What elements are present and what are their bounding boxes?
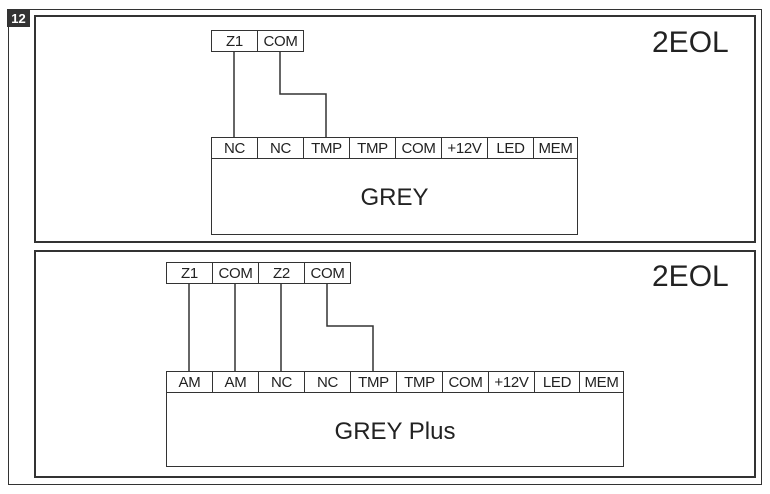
bottom-device-terminal-am-2: AM <box>212 371 259 393</box>
bottom-wire-com-tmp <box>326 284 374 372</box>
bottom-device-terminal-mem: MEM <box>579 371 624 393</box>
panel-bottom <box>34 250 756 478</box>
bottom-detector-terminal-z2: Z2 <box>258 262 305 284</box>
figure-frame <box>8 9 762 485</box>
figure-number: 12 <box>7 9 30 27</box>
bottom-device-name: GREY Plus <box>334 418 456 445</box>
panel-top-label: 2EOL <box>652 26 729 59</box>
top-detector-terminal-com: COM <box>257 30 304 52</box>
bottom-detector-terminal-com-2: COM <box>304 262 351 284</box>
top-wire-com-tmp <box>279 52 327 138</box>
top-device-terminal-nc-2: NC <box>257 137 304 159</box>
panel-bottom-label: 2EOL <box>652 260 729 293</box>
bottom-detector-terminal-com-1: COM <box>212 262 259 284</box>
bottom-detector-terminal-z1: Z1 <box>166 262 213 284</box>
top-device-terminal-led: LED <box>487 137 534 159</box>
top-device-terminal-12v: +12V <box>441 137 488 159</box>
bottom-device-body <box>166 392 624 467</box>
top-device-terminal-com: COM <box>395 137 442 159</box>
bottom-device-terminal-com: COM <box>442 371 489 393</box>
top-device-name: GREY <box>360 184 429 211</box>
panel-top <box>34 15 756 243</box>
bottom-device-terminal-nc-2: NC <box>304 371 351 393</box>
top-device-body <box>211 158 578 235</box>
